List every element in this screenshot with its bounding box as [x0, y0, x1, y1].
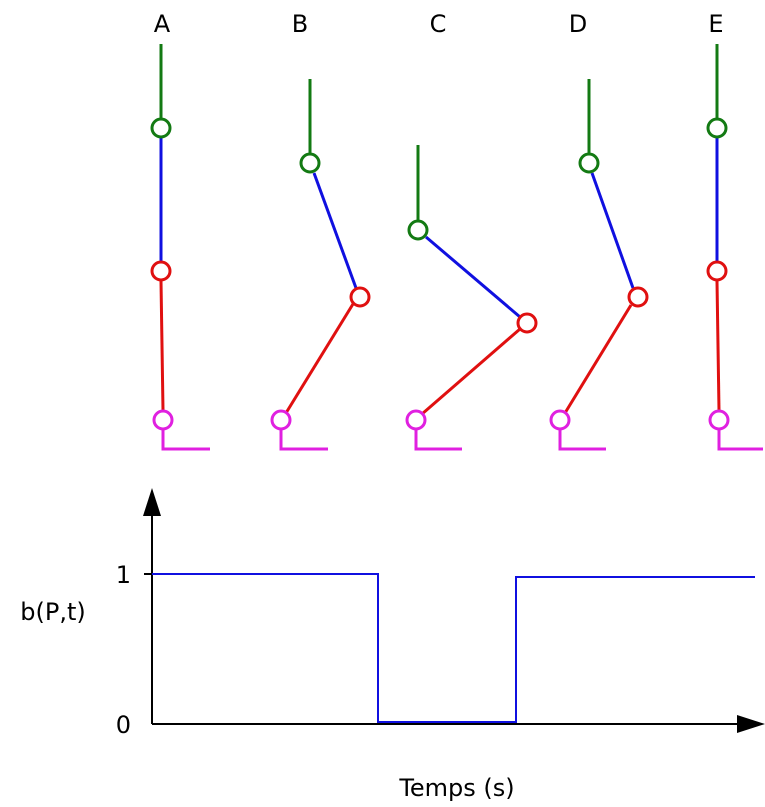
y-tick-label-1: 1	[116, 561, 131, 589]
foot-segment	[558, 429, 606, 451]
leg-pose-e	[706, 44, 763, 451]
hip-joint	[578, 152, 600, 174]
shank-segment	[563, 304, 633, 414]
foot-segment	[717, 430, 763, 451]
shank-segment	[159, 280, 165, 411]
ankle-joint	[270, 409, 292, 431]
hip-joint	[150, 117, 172, 139]
x-axis-arrowhead	[737, 715, 765, 733]
leg-pose-b	[270, 79, 371, 451]
knee-joint	[627, 286, 649, 308]
foot-segment	[161, 430, 210, 451]
ankle-joint	[405, 409, 427, 431]
hip-joint	[706, 117, 728, 139]
foot-segment	[414, 429, 462, 451]
y-tick-label-0: 0	[116, 711, 131, 739]
knee-joint	[150, 260, 172, 282]
shank-segment	[715, 280, 721, 411]
hip-joint	[299, 152, 321, 174]
pose-label-b: B	[292, 10, 308, 38]
pose-label-a: A	[154, 10, 171, 38]
thigh-segment	[590, 172, 635, 289]
pose-label-e: E	[708, 10, 723, 38]
y-axis-label: b(P,t)	[20, 598, 85, 626]
shank-segment	[284, 303, 355, 414]
ankle-joint	[549, 409, 571, 431]
ankle-joint	[708, 409, 730, 431]
shank-segment	[421, 327, 521, 416]
y-axis-arrowhead	[143, 488, 161, 516]
leg-pose-a	[150, 44, 210, 451]
leg-pose-d	[549, 79, 649, 451]
knee-joint	[516, 312, 538, 334]
thigh-segment	[312, 172, 358, 289]
pose-label-d: D	[569, 10, 587, 38]
step-chart: 1 0 b(P,t) Temps (s)	[20, 488, 765, 802]
ankle-joint	[152, 409, 174, 431]
thigh-segment	[425, 235, 521, 319]
hip-joint	[407, 219, 429, 241]
knee-joint	[706, 260, 728, 282]
pose-label-c: C	[430, 10, 447, 38]
x-axis-label: Temps (s)	[398, 774, 514, 802]
leg-pose-c	[405, 145, 538, 451]
foot-segment	[279, 429, 328, 451]
signal-line	[152, 573, 755, 723]
knee-joint	[349, 286, 371, 308]
